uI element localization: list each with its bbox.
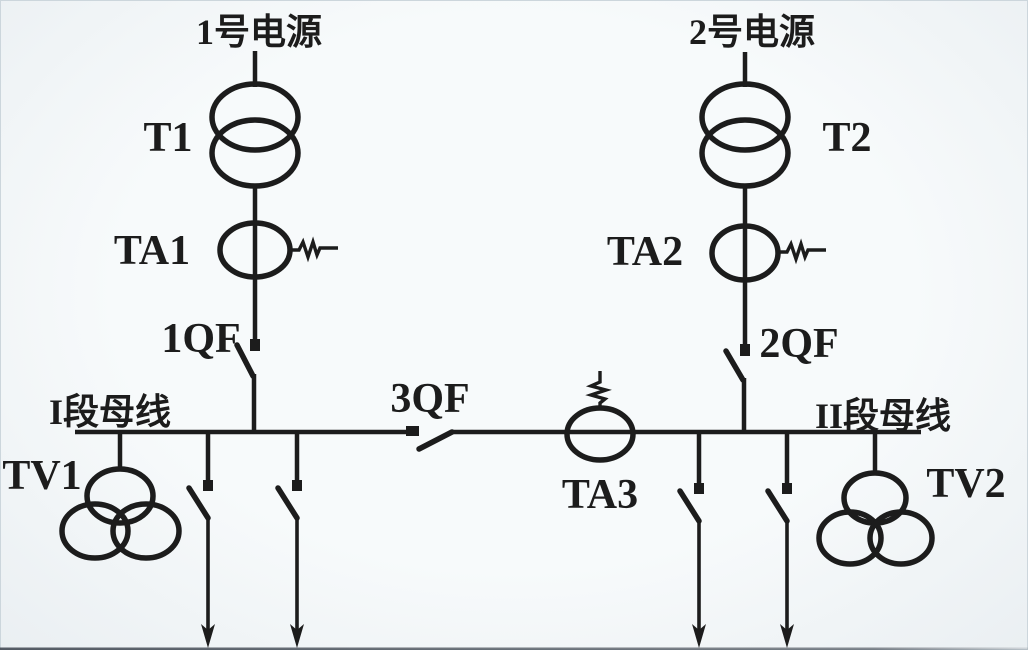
feeder-r1-blade [677, 488, 702, 524]
source-2-label: 2号电源 [689, 12, 815, 52]
feeder-l2-blade [275, 485, 300, 521]
feeder-left-1 [186, 432, 215, 648]
source-1-branch: 1号电源 T1 TA1 1QF [114, 12, 338, 433]
tv1-right-winding [110, 501, 182, 561]
tv2-top-winding [841, 470, 909, 526]
bus-section-2: II段母线 TV2 [677, 396, 1006, 648]
qf1-blade [234, 342, 256, 379]
ta3-secondary-lead-zigzag [585, 371, 612, 409]
transformer-t2-symbol [699, 81, 791, 189]
tv1-top-winding [84, 466, 156, 526]
tv2-right-winding [867, 509, 935, 567]
feeder-l2-arrowhead [290, 624, 304, 648]
ta1-secondary-lead-zigzag [290, 236, 338, 263]
feeder-l1-contact-tick [203, 480, 213, 491]
current-transformer-ta3-symbol [564, 371, 636, 463]
feeder-left-2 [275, 432, 304, 648]
voltage-transformer-tv2-symbol [816, 432, 935, 567]
bus-section-1: I段母线 TV1 [2, 392, 407, 648]
t2-secondary-winding [699, 117, 791, 189]
tv2-label: TV2 [926, 461, 1005, 507]
qf3-blade [416, 429, 455, 452]
t2-label: T2 [822, 115, 871, 161]
source-2-branch: 2号电源 T2 TA2 2QF [607, 12, 872, 433]
bus1-label: I段母线 [49, 392, 171, 432]
qf2-contact-tick [740, 344, 750, 356]
qf3-label: 3QF [390, 376, 469, 422]
feeder-r2-contact-tick [782, 483, 792, 494]
transformer-t1-symbol [209, 81, 301, 189]
feeder-l1-arrowhead [201, 624, 215, 648]
tv2-left-winding [816, 509, 884, 567]
breaker-qf3-symbol [406, 426, 455, 452]
feeder-r2-arrowhead [780, 624, 794, 648]
qf1-contact-tick [250, 339, 260, 351]
t2-primary-winding [699, 81, 791, 153]
feeder-l2-contact-tick [292, 480, 302, 491]
tv1-left-winding [59, 501, 131, 561]
bus2-label: II段母线 [815, 396, 951, 436]
qf2-blade [723, 348, 746, 383]
ta1-label: TA1 [114, 228, 190, 274]
feeder-right-2 [765, 432, 794, 648]
current-transformer-ta1-symbol [217, 220, 338, 280]
ta3-label: TA3 [562, 472, 638, 518]
current-transformer-ta2-symbol [709, 223, 826, 283]
source-1-label: 1号电源 [196, 12, 322, 52]
t1-primary-winding [209, 81, 301, 153]
feeder-r2-blade [765, 488, 790, 524]
bottom-edge-line [0, 647, 1028, 650]
feeder-right-1 [677, 432, 706, 648]
t1-label: T1 [143, 115, 192, 161]
t1-secondary-winding [209, 117, 301, 189]
feeder-r1-contact-tick [694, 483, 704, 494]
breaker-qf1-symbol [234, 339, 260, 433]
ta2-secondary-lead-zigzag [778, 238, 826, 265]
feeder-r1-arrowhead [692, 624, 706, 648]
ta2-label: TA2 [607, 229, 683, 275]
bus-tie: 3QF TA3 [390, 371, 921, 518]
qf2-label: 2QF [759, 321, 838, 367]
tv1-label: TV1 [2, 453, 81, 499]
feeder-l1-blade [186, 485, 211, 521]
qf1-label: 1QF [161, 316, 240, 362]
qf3-contact-tick [406, 426, 419, 436]
breaker-qf2-symbol [723, 344, 750, 433]
voltage-transformer-tv1-symbol [59, 432, 182, 561]
